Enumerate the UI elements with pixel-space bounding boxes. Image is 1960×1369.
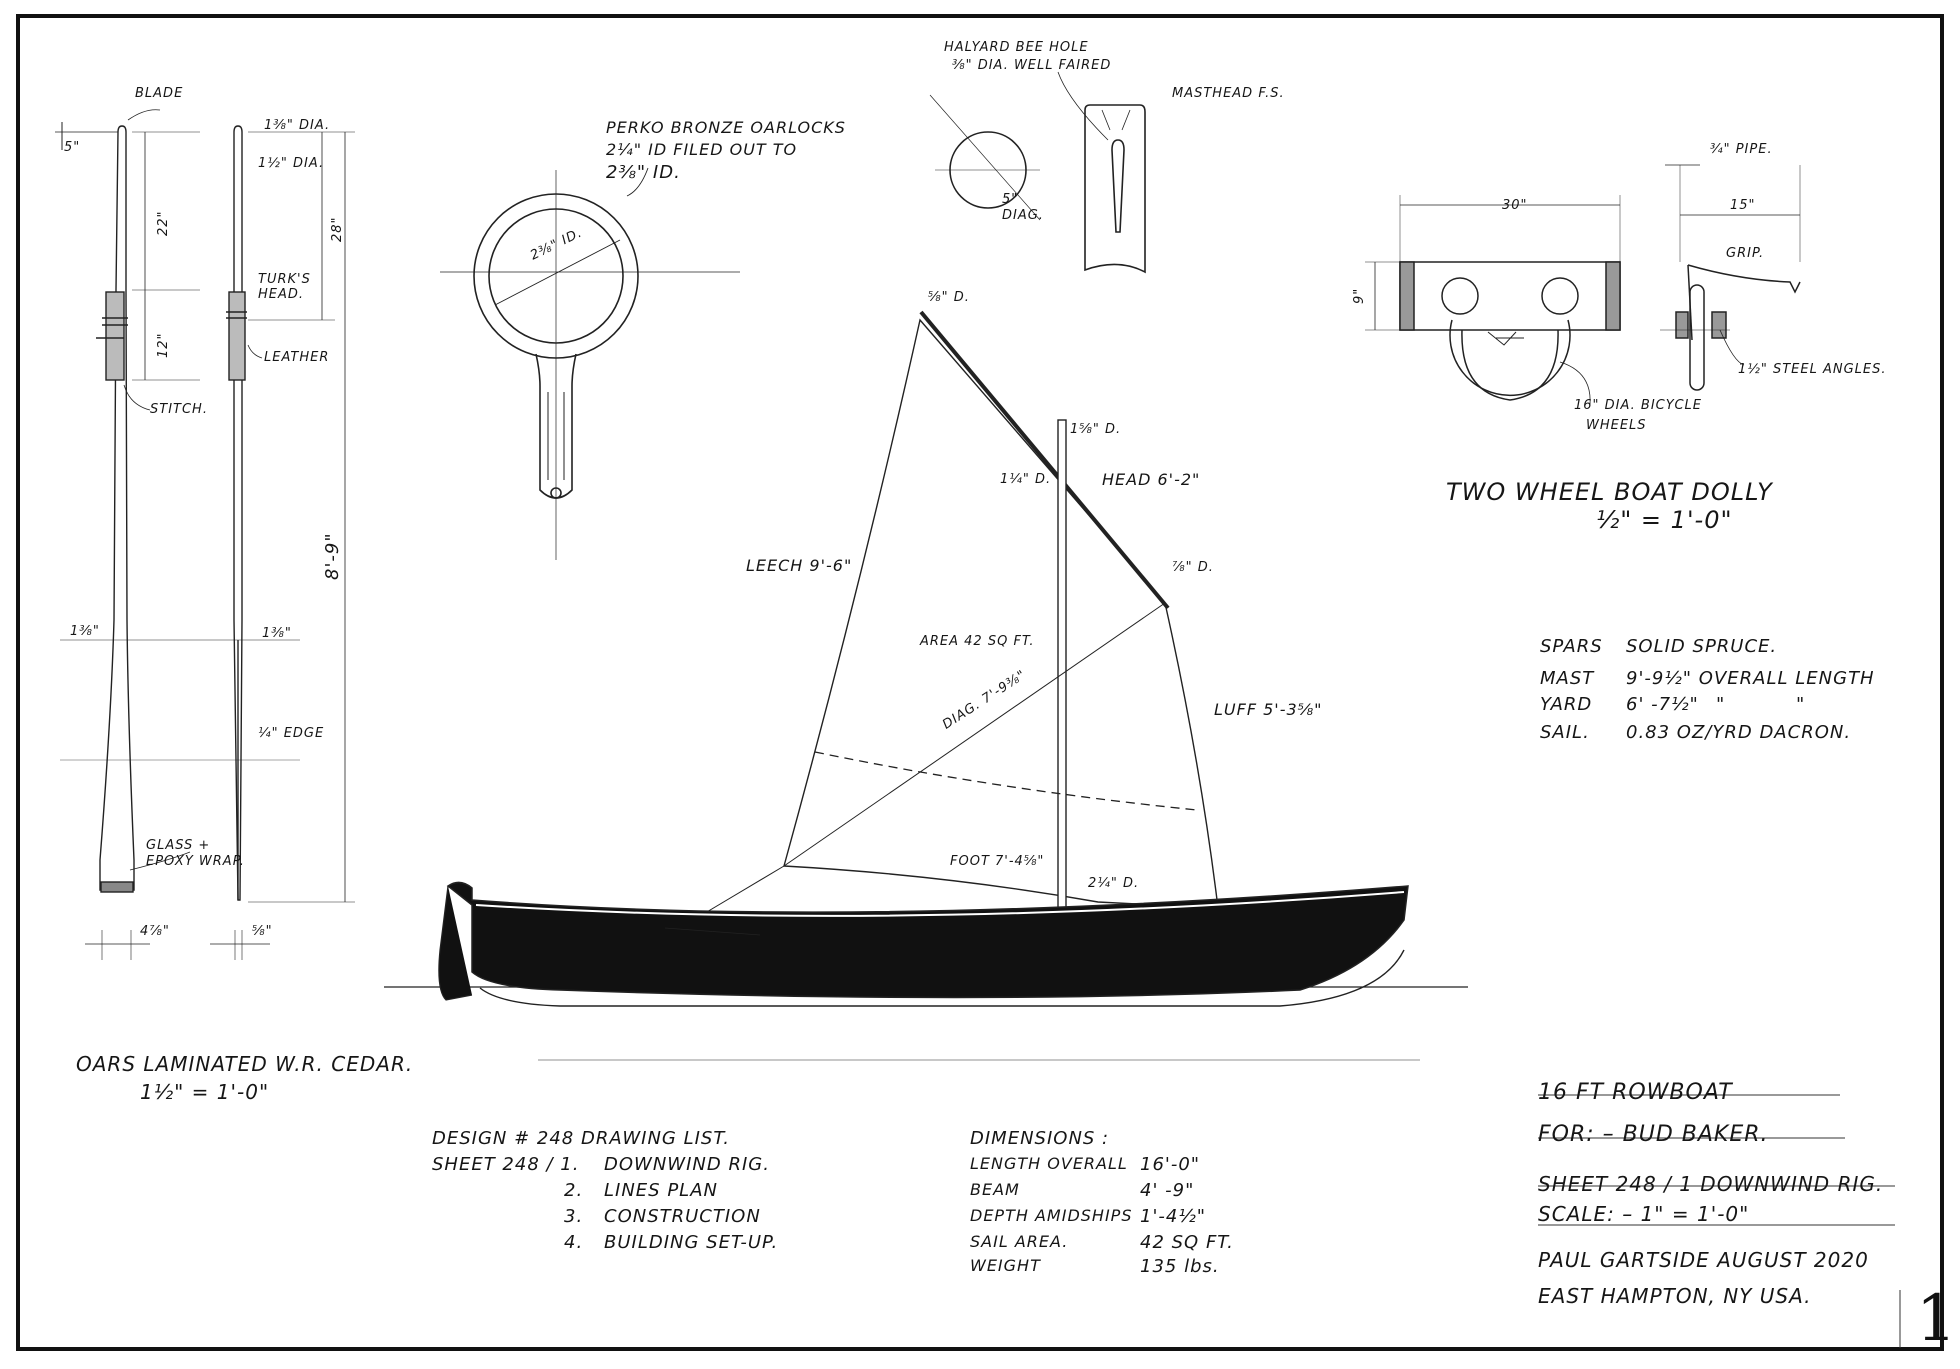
sheet-number: 1 xyxy=(1916,1282,1957,1356)
sail-foot: FOOT 7'-4⅝" xyxy=(950,854,1045,869)
oarlock-note-line3: 2⅜" ID. xyxy=(606,162,681,183)
title-block-scale: SCALE: – 1" = 1'-0" xyxy=(1538,1202,1750,1226)
sail-leech: LEECH 9'-6" xyxy=(746,556,853,575)
spars-row1-b: SOLID SPRUCE. xyxy=(1626,636,1778,657)
sail-yard-top: ⅝" D. xyxy=(928,290,970,305)
drawing-list-item3-no: 3. xyxy=(564,1206,584,1227)
oar-dim-loom-left: 1⅜" xyxy=(70,624,100,639)
drawing-list-item3: CONSTRUCTION xyxy=(604,1206,761,1227)
sail-yard-end: ⅞" D. xyxy=(1172,560,1214,575)
drawing-list-item4-no: 4. xyxy=(564,1232,584,1253)
dimension-label: LENGTH OVERALL xyxy=(970,1154,1128,1173)
title-block-designer: PAUL GARTSIDE AUGUST 2020 xyxy=(1538,1248,1869,1272)
dolly-drawing xyxy=(1365,164,1801,405)
drawing-list-item2: LINES PLAN xyxy=(604,1180,718,1201)
spars-row3-a: YARD xyxy=(1540,694,1593,715)
dimensions-title: DIMENSIONS : xyxy=(970,1128,1110,1149)
oar-dia-top: 1⅜" DIA. xyxy=(264,118,331,133)
oar-dim-blade-thick: ⅝" xyxy=(252,924,273,939)
dolly-wheels-line2: WHEELS xyxy=(1586,418,1647,433)
spars-row4-b: 0.83 OZ/YRD DACRON. xyxy=(1626,722,1852,743)
spars-row1-a: SPARS xyxy=(1540,636,1603,657)
oar-leather: LEATHER xyxy=(264,350,330,365)
spars-row4-a: SAIL. xyxy=(1540,722,1590,743)
dimension-label: DEPTH AMIDSHIPS xyxy=(970,1206,1133,1225)
masthead-note-line2: ⅜" DIA. WELL FAIRED xyxy=(952,58,1112,73)
oar-dim-loom-right: 1⅜" xyxy=(262,626,292,641)
title-block: 16 FT ROWBOAT FOR: – BUD BAKER. SHEET 24… xyxy=(1538,1080,1928,1320)
oarlock-note-line1: PERKO BRONZE OARLOCKS xyxy=(606,118,846,137)
sail-head: HEAD 6'-2" xyxy=(1102,470,1201,489)
oar-turks-head: TURK'S HEAD. xyxy=(258,272,311,302)
oar-dim-5: 5" xyxy=(64,140,81,155)
masthead-diag-label: 5" DIAG. xyxy=(1002,192,1044,223)
oar-glass-wrap: GLASS + EPOXY WRAP. xyxy=(146,838,245,869)
sail-mast-base: 2¼" D. xyxy=(1088,876,1140,891)
dolly-wheels-line1: 16" DIA. BICYCLE xyxy=(1574,398,1702,413)
dolly-angles: 1½" STEEL ANGLES. xyxy=(1738,362,1887,377)
dolly-dim-side: 15" xyxy=(1730,198,1756,213)
oars-scale: 1½" = 1'-0" xyxy=(140,1080,270,1104)
dimension-value: 135 lbs. xyxy=(1140,1256,1220,1277)
dimension-label: BEAM xyxy=(970,1180,1020,1199)
dolly-dim-height: 9" xyxy=(1352,287,1367,304)
boat-sail-drawing xyxy=(384,310,1468,1061)
spars-row2-b: 9'-9½" OVERALL LENGTH xyxy=(1626,668,1875,689)
masthead-title: MASTHEAD F.S. xyxy=(1172,86,1285,101)
dimension-value: 4' -9" xyxy=(1140,1180,1195,1201)
oars-title: OARS LAMINATED W.R. CEDAR. xyxy=(76,1052,414,1076)
title-block-sheet: SHEET 248 / 1 DOWNWIND RIG. xyxy=(1538,1172,1884,1196)
drawing-list-item1: DOWNWIND RIG. xyxy=(604,1154,770,1175)
dolly-dim-width: 30" xyxy=(1502,198,1528,213)
oar-dim-28: 28" xyxy=(330,216,345,242)
drawing-list-sheet: SHEET 248 / 1. xyxy=(432,1154,580,1175)
dolly-title: TWO WHEEL BOAT DOLLY xyxy=(1446,478,1773,506)
sheet-border xyxy=(16,14,1944,1351)
dimension-value: 1'-4½" xyxy=(1140,1206,1207,1227)
oar-stitch: STITCH. xyxy=(150,402,208,417)
oar-dim-22: 22" xyxy=(156,210,171,236)
oars-drawing xyxy=(55,109,355,960)
dolly-pipe: ¾" PIPE. xyxy=(1710,142,1773,157)
sail-mast-top: 1⅝" D. xyxy=(1070,422,1122,437)
dimensions-table: DIMENSIONS : LENGTH OVERALL 16'-0" BEAM … xyxy=(970,1128,1310,1278)
dimension-value: 16'-0" xyxy=(1140,1154,1201,1175)
title-block-client: FOR: – BUD BAKER. xyxy=(1538,1122,1769,1147)
spars-table: SPARS SOLID SPRUCE. MAST 9'-9½" OVERALL … xyxy=(1540,636,1874,746)
oar-blade-label: BLADE xyxy=(135,86,184,101)
title-block-boat: 16 FT ROWBOAT xyxy=(1538,1080,1733,1105)
dolly-scale: ½" = 1'-0" xyxy=(1596,506,1733,534)
spars-row3-d: " xyxy=(1796,694,1806,715)
title-block-rules xyxy=(1538,1094,1901,1348)
masthead-note-line1: HALYARD BEE HOLE xyxy=(944,40,1089,55)
oar-dim-12: 12" xyxy=(156,332,171,358)
drawing-list-item2-no: 2. xyxy=(564,1180,584,1201)
sail-area: AREA 42 SQ FT. xyxy=(920,634,1035,649)
masthead-drawing xyxy=(929,71,1146,274)
oar-edge: ¼" EDGE xyxy=(258,726,325,741)
oar-dim-overall: 8'-9" xyxy=(322,532,343,580)
drawing-list: DESIGN # 248 DRAWING LIST. SHEET 248 / 1… xyxy=(432,1128,832,1258)
spars-row2-a: MAST xyxy=(1540,668,1595,689)
drawing-list-item4: BUILDING SET-UP. xyxy=(604,1232,779,1253)
sail-luff: LUFF 5'-3⅝" xyxy=(1214,700,1323,719)
spars-row3-b: 6' -7½" xyxy=(1626,694,1699,715)
oarlock-note-line2: 2¼" ID FILED OUT TO xyxy=(606,140,798,159)
dimension-label: WEIGHT xyxy=(970,1256,1041,1275)
sail-yard-mid: 1¼" D. xyxy=(1000,472,1052,487)
dolly-grip: GRIP. xyxy=(1726,246,1765,261)
oar-dia-second: 1½" DIA. xyxy=(258,156,325,171)
dimension-value: 42 SQ FT. xyxy=(1140,1232,1234,1253)
oarlock-drawing xyxy=(440,167,740,560)
drawing-list-title: DESIGN # 248 DRAWING LIST. xyxy=(432,1128,730,1149)
spars-row3-c: " xyxy=(1716,694,1726,715)
title-block-location: EAST HAMPTON, NY USA. xyxy=(1538,1284,1812,1308)
oar-dim-blade-width: 4⅞" xyxy=(140,924,170,939)
dimension-label: SAIL AREA. xyxy=(970,1232,1069,1251)
